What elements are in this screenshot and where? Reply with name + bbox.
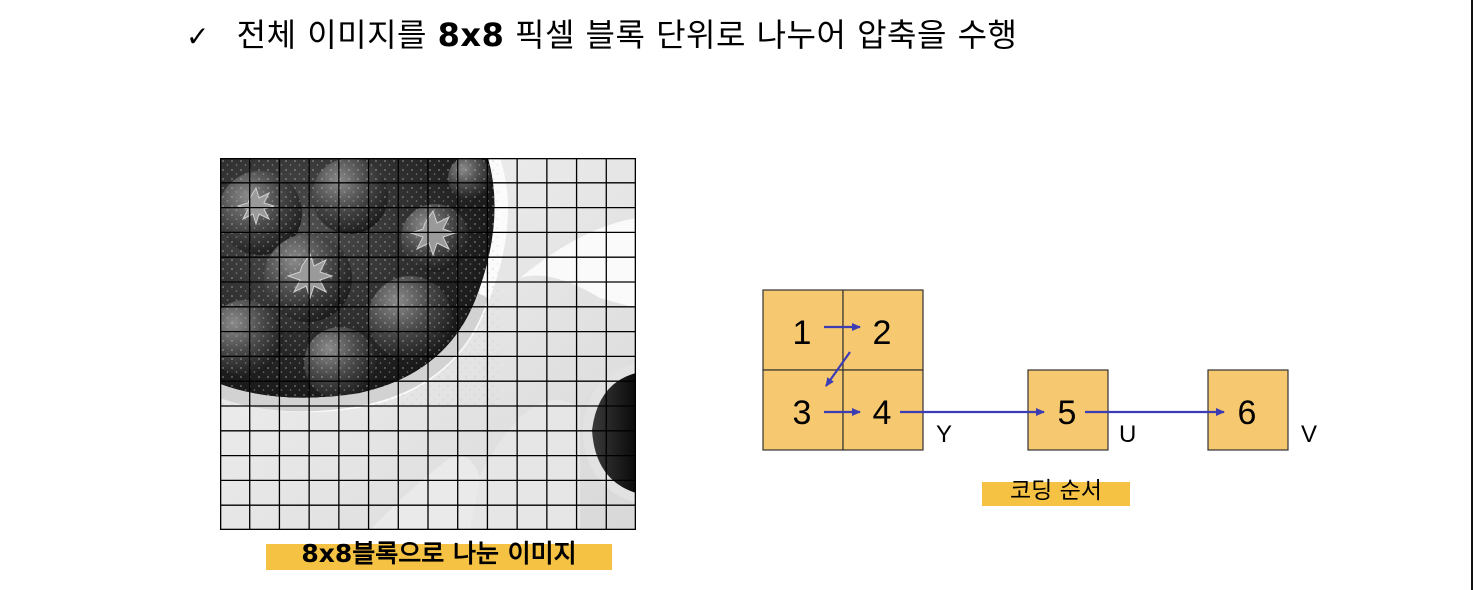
arrow-2-to-3	[825, 351, 851, 387]
heading-text-before: 전체 이미지를	[236, 16, 427, 54]
pixel-block-grid	[220, 158, 636, 530]
coding-order-diagram: 1 2 3 4 5 6 Y U V	[762, 289, 1317, 451]
order-caption-text: 코딩 순서	[1010, 478, 1102, 504]
y-block-4-number: 4	[873, 394, 892, 432]
y-block-2-number: 2	[873, 314, 892, 352]
slide-heading: ✓ 전체 이미지를 8x8 픽셀 블록 단위로 나누어 압축을 수행	[186, 10, 1017, 60]
image-caption-highlight	[266, 544, 612, 570]
label-v: V	[1301, 421, 1317, 448]
label-y: Y	[936, 421, 952, 448]
image-caption-text: 8x8블록으로 나눈 이미지	[301, 539, 577, 568]
y-block-1-number: 1	[793, 314, 812, 352]
heading-text-bold: 8x8	[437, 16, 505, 54]
checkmark-icon: ✓	[186, 20, 210, 53]
slide-right-border	[1471, 0, 1473, 590]
label-u: U	[1119, 421, 1136, 448]
heading-text-after: 픽셀 블록 단위로 나누어 압축을 수행	[515, 16, 1018, 54]
order-caption-highlight	[982, 482, 1130, 506]
image-caption: 8x8블록으로 나눈 이미지	[266, 538, 612, 572]
y-block-3-number: 3	[793, 394, 812, 432]
u-block-number: 5	[1058, 394, 1077, 432]
strawberry-photo-grid	[220, 158, 636, 530]
y-block-1	[762, 289, 844, 371]
v-block-number: 6	[1238, 394, 1257, 432]
order-caption: 코딩 순서	[982, 477, 1130, 509]
